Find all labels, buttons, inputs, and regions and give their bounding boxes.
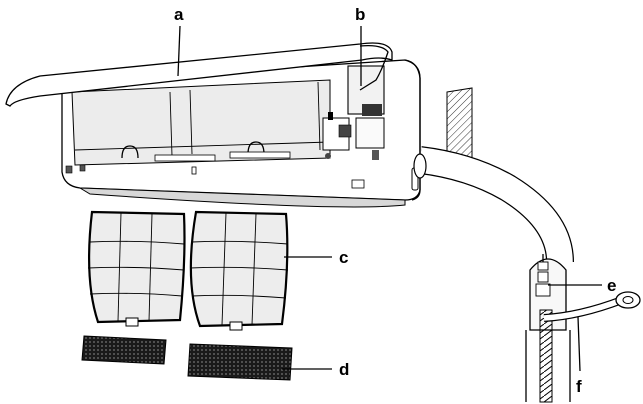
- drain-outlet: [529, 254, 567, 331]
- callout-f: f: [576, 377, 582, 396]
- indoor-unit-body: [61, 59, 421, 208]
- air-filter-right: [189, 210, 289, 331]
- purifying-filter-right: [187, 343, 293, 381]
- piping-duct: [413, 146, 574, 263]
- air-filter-left: [87, 210, 186, 327]
- electrical-box: [322, 65, 385, 189]
- leader-f: [577, 316, 581, 372]
- leader-lines: [177, 25, 602, 372]
- front-panel: [5, 42, 393, 107]
- callout-c: c: [339, 248, 348, 267]
- callout-b: b: [355, 5, 365, 24]
- callout-labels: a b c d e f: [174, 5, 616, 396]
- callout-e: e: [607, 276, 616, 295]
- drain-hose: [525, 291, 641, 403]
- callout-a: a: [174, 5, 184, 24]
- purifying-filter-left: [81, 335, 167, 365]
- callout-d: d: [339, 360, 349, 379]
- leader-a: [177, 25, 181, 77]
